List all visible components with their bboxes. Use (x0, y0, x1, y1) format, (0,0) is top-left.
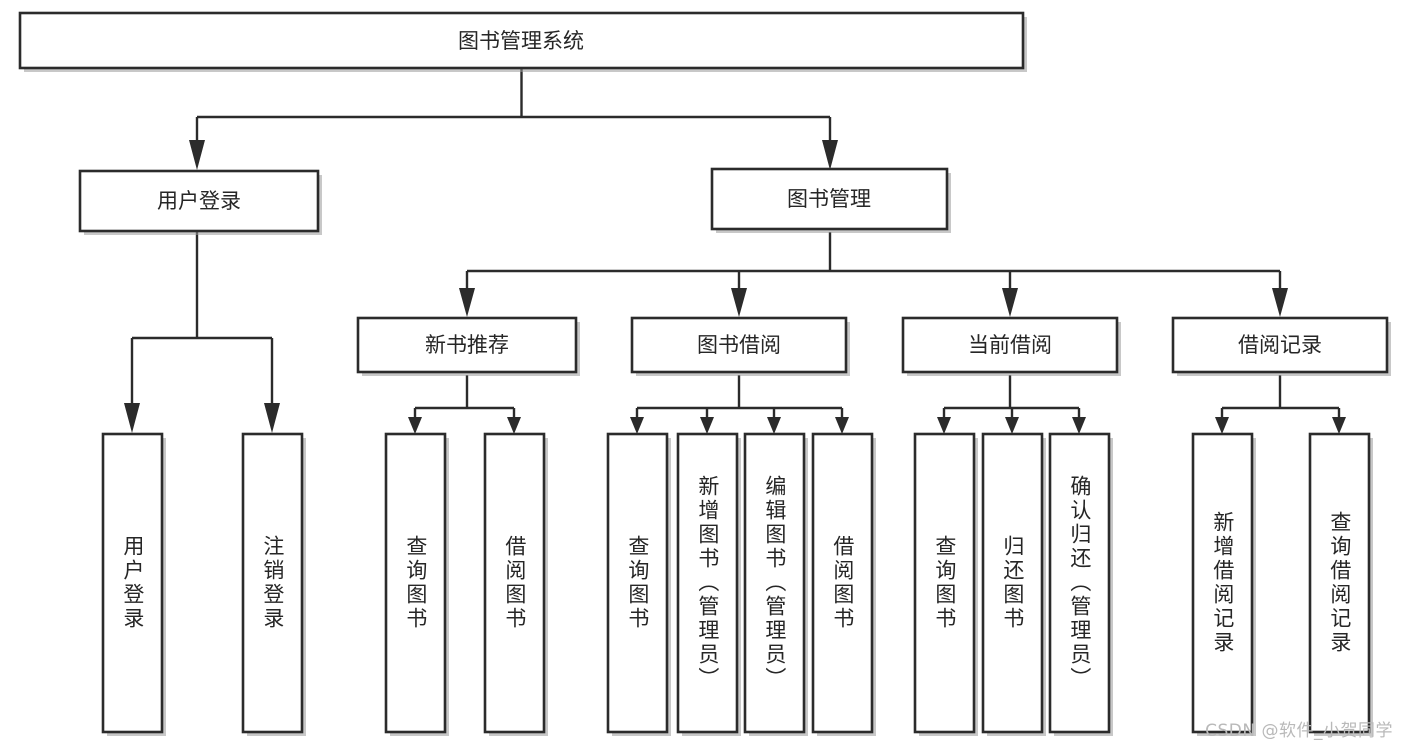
book-borrow-box[interactable] (630, 316, 848, 374)
arrowhead-cb-leaf-2 (1005, 417, 1019, 434)
level3-label-borrow-record: 借阅记录 (1238, 333, 1322, 357)
arrowhead-bb-leaf-3 (767, 417, 781, 434)
arrowhead-bb-leaf-1 (630, 417, 644, 434)
csdn-watermark: CSDN @软件_小贺同学 (1205, 721, 1393, 741)
arrowhead-cb-leaf-3 (1072, 417, 1086, 434)
user-login-box[interactable] (78, 169, 320, 233)
arrowhead-current-borrow (1002, 288, 1018, 317)
arrowhead-book-manage (822, 140, 838, 170)
leaf-box-logout-login[interactable] (241, 432, 304, 734)
arrowhead-bb-leaf-2 (700, 417, 714, 434)
new-book-box[interactable] (356, 316, 578, 374)
leaf-box-cb-return-book[interactable] (981, 432, 1044, 734)
arrowhead-group (124, 140, 1346, 434)
arrowhead-nb-leaf-2 (507, 417, 521, 434)
leaf-box-nb-query-book[interactable] (384, 432, 447, 734)
level2-label-book-manage: 图书管理 (787, 187, 871, 211)
arrowhead-nb-leaf-1 (408, 417, 422, 434)
arrowhead-new-book (459, 288, 475, 317)
horizontal-label-group: 图书管理系统 用户登录 图书管理 新书推荐 图书借阅 当前借阅 借阅记录 (157, 29, 1322, 357)
arrowhead-user-login (189, 140, 205, 170)
arrowhead-br-leaf-2 (1332, 417, 1346, 434)
level2-label-user-login: 用户登录 (157, 189, 241, 213)
arrowhead-leaf-user-login (124, 403, 140, 433)
arrowhead-br-leaf-1 (1215, 417, 1229, 434)
leaf-box-br-query-record[interactable] (1308, 432, 1371, 734)
leaf-box-br-add-record[interactable] (1191, 432, 1254, 734)
level3-label-current-borrow: 当前借阅 (968, 333, 1052, 357)
leaf-box-cb-query-book[interactable] (913, 432, 976, 734)
root-label: 图书管理系统 (458, 29, 584, 53)
current-borrow-box[interactable] (901, 316, 1119, 374)
arrowhead-bb-leaf-4 (835, 417, 849, 434)
leaf-box-bb-borrow-book[interactable] (811, 432, 874, 734)
book-manage-box[interactable] (710, 167, 949, 231)
leaf-box-bb-query-book[interactable] (606, 432, 669, 734)
arrowhead-cb-leaf-1 (937, 417, 951, 434)
root-box[interactable] (18, 11, 1025, 70)
leaf-box-user-login[interactable] (101, 432, 164, 734)
leaf-box-cb-confirm-return[interactable] (1048, 432, 1111, 734)
arrowhead-book-borrow (731, 288, 747, 317)
arrowhead-leaf-logout (264, 403, 280, 433)
arrowhead-borrow-record (1272, 288, 1288, 317)
leaf-box-bb-add-book[interactable] (676, 432, 739, 734)
leaf-box-nb-borrow-book[interactable] (483, 432, 546, 734)
borrow-record-box[interactable] (1171, 316, 1389, 374)
level3-label-new-book: 新书推荐 (425, 333, 509, 357)
level3-label-book-borrow: 图书借阅 (697, 333, 781, 357)
box-group (18, 11, 1391, 736)
leaf-box-bb-edit-book[interactable] (743, 432, 806, 734)
